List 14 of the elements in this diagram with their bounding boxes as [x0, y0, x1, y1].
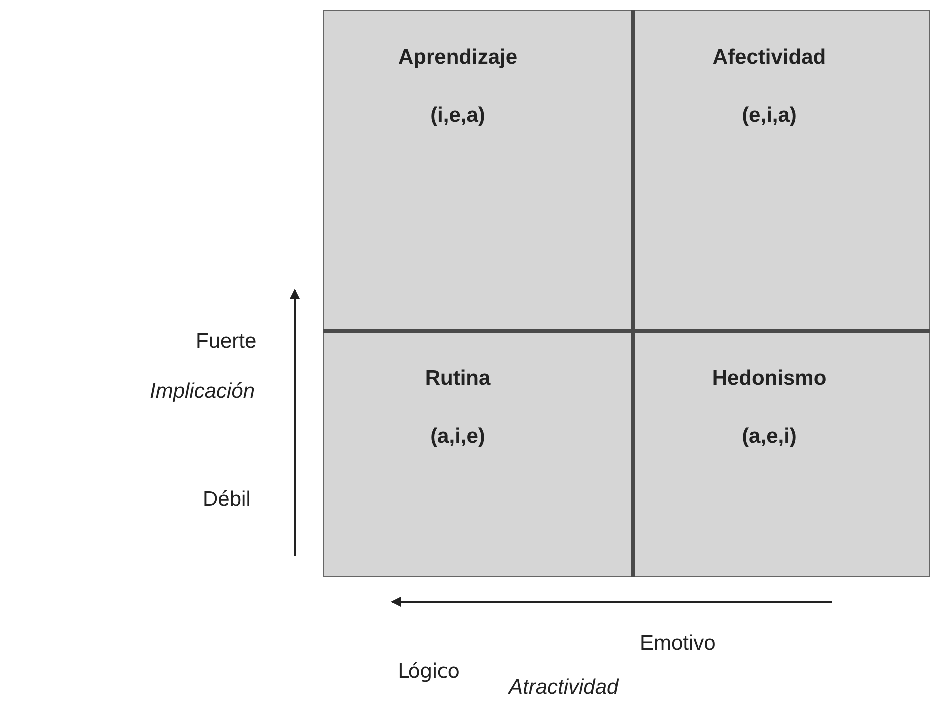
axis-label: Implicación	[150, 379, 256, 405]
axis-label: Emotivo	[640, 631, 716, 657]
quadrant-code: (a,e,i)	[742, 424, 797, 450]
quadrant-code: (i,e,a)	[430, 102, 486, 128]
axis-label: Lógico	[398, 658, 460, 685]
quadrant-code: (e,i,a)	[742, 102, 797, 128]
quadrant-title: Aprendizaje	[398, 45, 518, 71]
quadrant-title: Hedonismo	[712, 366, 827, 392]
axis-label: Débil	[203, 487, 251, 513]
quadrant-code: (a,i,e)	[430, 424, 486, 450]
axis-label: Fuerte	[196, 329, 257, 355]
quadrant-title: Rutina	[425, 366, 491, 392]
quadrant-title: Afectividad	[712, 45, 826, 71]
axis-label: Atractividad	[509, 675, 619, 701]
